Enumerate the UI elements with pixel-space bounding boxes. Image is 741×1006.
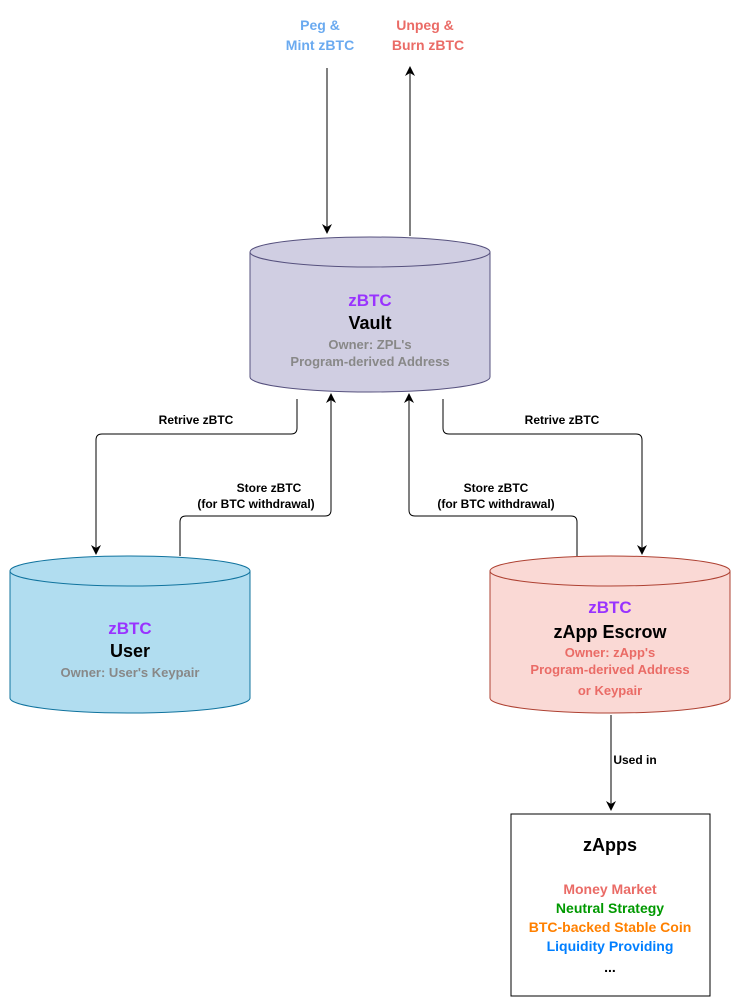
user-body <box>9 571 251 714</box>
escrow-title: zApp Escrow <box>553 622 667 642</box>
vault-owner-line1: Owner: ZPL's <box>328 337 411 352</box>
zapps-box-frame <box>510 813 711 997</box>
escrow-owner-line2: Program-derived Address <box>530 662 689 677</box>
retrieve-right-label: Retrive zBTC <box>525 413 600 427</box>
escrow-owner-line3: or Keypair <box>578 683 642 698</box>
vault-title: Vault <box>348 313 391 333</box>
vault-cylinder[interactable]: zBTC Vault Owner: ZPL's Program-derived … <box>249 236 491 393</box>
store-left-label-line2: (for BTC withdrawal) <box>197 497 314 511</box>
store-right-label-line2: (for BTC withdrawal) <box>437 497 554 511</box>
store-right-label-line1: Store zBTC <box>464 481 529 495</box>
escrow-body <box>489 571 731 714</box>
escrow-owner-line1: Owner: zApp's <box>565 645 656 660</box>
zapps-item-liquidity: Liquidity Providing <box>547 938 674 954</box>
user-token-label: zBTC <box>108 619 151 638</box>
retrieve-right-arrow <box>442 399 647 555</box>
unpeg-burn-label-line1: Unpeg & <box>396 17 454 33</box>
used-in-label: Used in <box>613 753 656 767</box>
store-left-arrow <box>179 393 336 556</box>
vault-token-label: zBTC <box>348 291 391 310</box>
escrow-token-label: zBTC <box>588 598 631 617</box>
unpeg-burn-label-line2: Burn zBTC <box>392 37 464 53</box>
store-right-arrow <box>404 393 578 556</box>
vault-owner-line2: Program-derived Address <box>290 354 449 369</box>
peg-mint-label-line1: Peg & <box>300 17 340 33</box>
zapps-item-money-market: Money Market <box>563 881 657 897</box>
user-cylinder[interactable]: zBTC User Owner: User's Keypair <box>9 555 251 714</box>
zapps-box[interactable]: zApps Money Market Neutral Strategy BTC-… <box>510 813 711 997</box>
retrieve-left-label: Retrive zBTC <box>159 413 234 427</box>
retrieve-left-arrow <box>91 399 298 555</box>
vault-body <box>249 252 491 393</box>
vault-top <box>249 236 491 268</box>
escrow-cylinder[interactable]: zBTC zApp Escrow Owner: zApp's Program-d… <box>489 555 731 714</box>
user-top <box>9 555 251 587</box>
user-owner: Owner: User's Keypair <box>61 665 200 680</box>
user-title: User <box>110 641 150 661</box>
escrow-top <box>489 555 731 587</box>
zapps-item-more: ... <box>604 959 616 975</box>
store-left-label-line1: Store zBTC <box>237 481 302 495</box>
zapps-item-stable-coin: BTC-backed Stable Coin <box>529 919 692 935</box>
zapps-title: zApps <box>583 835 637 855</box>
zapps-item-neutral-strategy: Neutral Strategy <box>556 900 664 916</box>
peg-mint-label-line2: Mint zBTC <box>286 37 354 53</box>
